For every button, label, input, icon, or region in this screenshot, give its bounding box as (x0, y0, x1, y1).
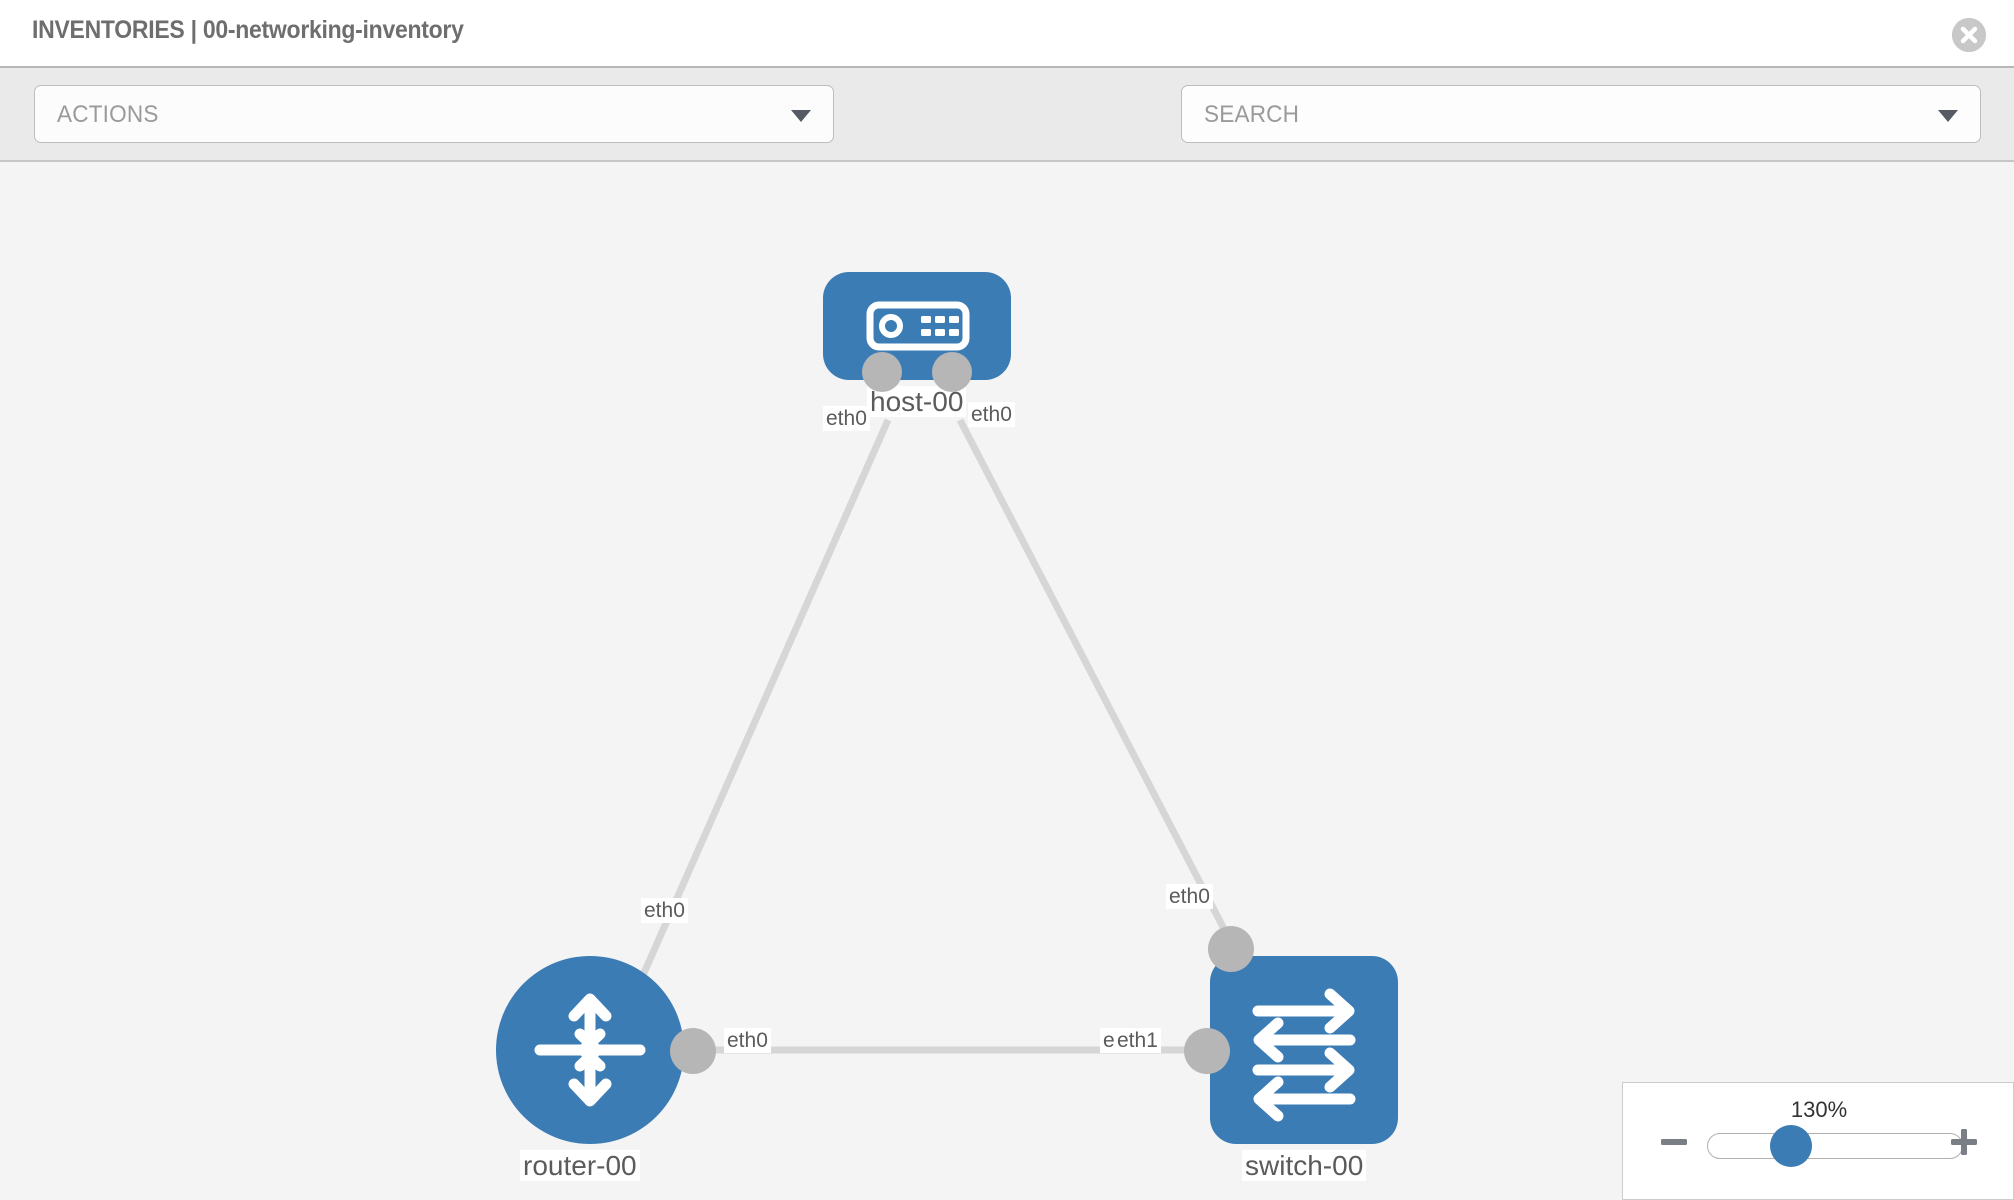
search-placeholder: SEARCH (1204, 101, 1300, 128)
edge-label-host-left: eth0 (823, 406, 870, 432)
zoom-slider-thumb[interactable] (1770, 1125, 1812, 1167)
zoom-slider[interactable] (1707, 1133, 1963, 1159)
actions-dropdown-label: ACTIONS (57, 101, 159, 128)
toolbar: ACTIONS SEARCH (0, 68, 2014, 206)
topology-canvas[interactable]: host-00 eth0 eth0 (0, 162, 2014, 1200)
search-input[interactable]: SEARCH (1181, 85, 1981, 143)
plus-icon[interactable] (1947, 1125, 1981, 1159)
port-switch-left[interactable] (1184, 1028, 1230, 1074)
host-node-shape (823, 272, 1011, 380)
node-label-router-00: router-00 (520, 1150, 640, 1182)
port-router-right[interactable] (670, 1028, 716, 1074)
chevron-down-icon (791, 110, 811, 122)
switch-arrows-icon (1252, 988, 1356, 1122)
title-bar: INVENTORIES | 00-networking-inventory (0, 0, 2014, 68)
zoom-panel: 130% (1622, 1082, 2014, 1200)
port-host-left[interactable] (862, 352, 902, 392)
edge-label-host-right: eth0 (968, 402, 1015, 428)
chevron-down-icon (1938, 110, 1958, 122)
zoom-level-value: 130% (1790, 1097, 1848, 1122)
router-node-shape (496, 956, 684, 1144)
port-host-right[interactable] (932, 352, 972, 392)
actions-dropdown[interactable]: ACTIONS (34, 85, 834, 143)
node-router-00[interactable]: router-00 (496, 956, 684, 1182)
server-appliance-icon (866, 301, 970, 351)
edge-label-switch-left-b: eth1 (1114, 1028, 1161, 1054)
node-switch-00[interactable]: switch-00 (1210, 956, 1398, 1182)
breadcrumb: INVENTORIES | 00-networking-inventory (32, 16, 464, 44)
node-label-switch-00: switch-00 (1242, 1150, 1367, 1182)
port-switch-top[interactable] (1208, 926, 1254, 972)
router-four-arrows-icon (534, 993, 646, 1107)
switch-node-shape (1210, 956, 1398, 1144)
close-icon[interactable] (1952, 18, 1986, 52)
edge-label-switch-up: eth0 (1166, 884, 1213, 910)
minus-icon[interactable] (1657, 1125, 1691, 1159)
edge-label-router-right: eth0 (724, 1028, 771, 1054)
edge-label-router-up: eth0 (641, 898, 688, 924)
node-host-00[interactable]: host-00 (823, 272, 1011, 418)
